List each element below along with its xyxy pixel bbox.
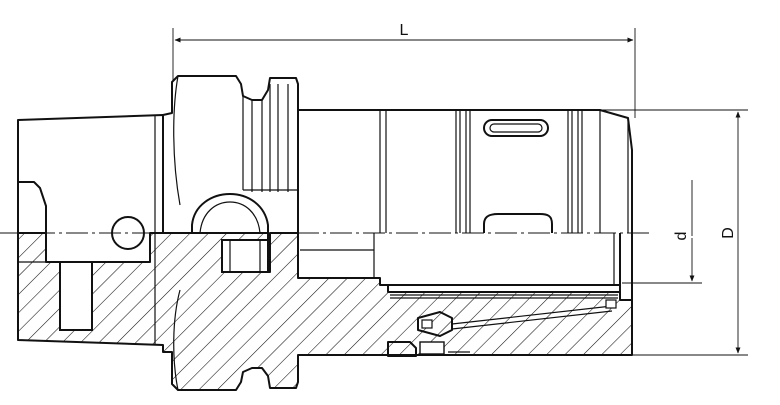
bore-diameter-label: d <box>673 232 690 241</box>
clamp-slot <box>483 119 549 137</box>
locking-ball <box>111 216 145 250</box>
dimension-length: L <box>172 22 636 118</box>
upper-external-view <box>17 75 633 250</box>
dimension-bore-diameter: d <box>622 180 702 284</box>
outer-diameter-label: D <box>720 227 737 239</box>
lower-section-view <box>17 232 633 391</box>
length-label: L <box>400 22 409 39</box>
